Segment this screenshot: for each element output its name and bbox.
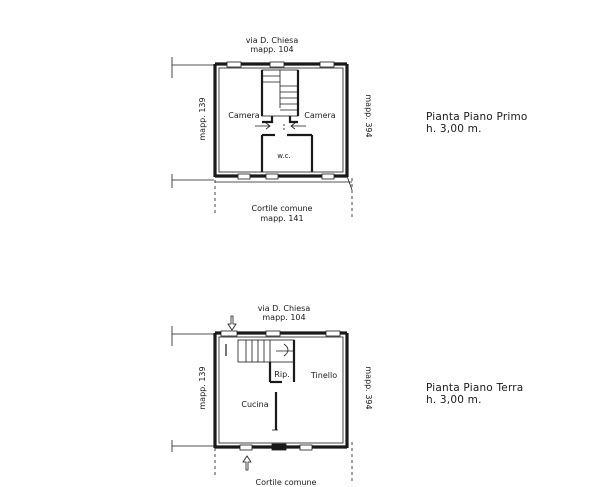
- windows-top-ground: [220, 330, 341, 337]
- partitions-ground: [268, 340, 296, 430]
- ground-floor-title: Pianta Piano Terra: [426, 382, 524, 394]
- street-mapp-first: mapp. 104: [250, 45, 293, 54]
- room-ripostiglio: Rip.: [274, 370, 289, 379]
- first-floor-title: Pianta Piano Primo: [426, 111, 528, 123]
- street-mapp-ground: mapp. 104: [262, 313, 305, 322]
- room-camera-left: Camera: [228, 111, 259, 120]
- windows-bottom-first: [237, 173, 335, 180]
- exterior-walls-ground: [213, 331, 349, 449]
- left-mapp-first: mapp. 139: [198, 97, 207, 140]
- left-mapp-ground: mapp. 139: [198, 366, 207, 409]
- partitions-first: [260, 70, 314, 172]
- staircase-ground: [237, 339, 295, 363]
- ground-floor-plan: [171, 315, 353, 482]
- courtyard-label-ground: Cortile comune: [256, 478, 317, 487]
- first-floor-plan: [171, 57, 353, 218]
- exterior-walls-first: [213, 62, 349, 178]
- ground-floor-height: h. 3,00 m.: [426, 394, 482, 406]
- room-camera-right: Camera: [304, 111, 335, 120]
- courtyard-mapp-first: mapp. 141: [260, 214, 303, 223]
- street-label-ground: via D. Chiesa: [258, 304, 311, 313]
- staircase-first: [261, 69, 299, 124]
- first-floor-height: h. 3,00 m.: [426, 123, 482, 135]
- courtyard-label-first: Cortile comune: [252, 204, 313, 213]
- room-wc: w.c.: [277, 152, 290, 160]
- street-label-first: via D. Chiesa: [246, 36, 299, 45]
- windows-bottom-ground: [239, 444, 313, 451]
- right-mapp-first: mapp. 394: [364, 94, 373, 137]
- room-tinello: Tinello: [310, 371, 337, 380]
- room-cucina: Cucina: [241, 400, 268, 409]
- windows-top-first: [226, 61, 335, 68]
- right-mapp-ground: mapp. 394: [364, 366, 373, 409]
